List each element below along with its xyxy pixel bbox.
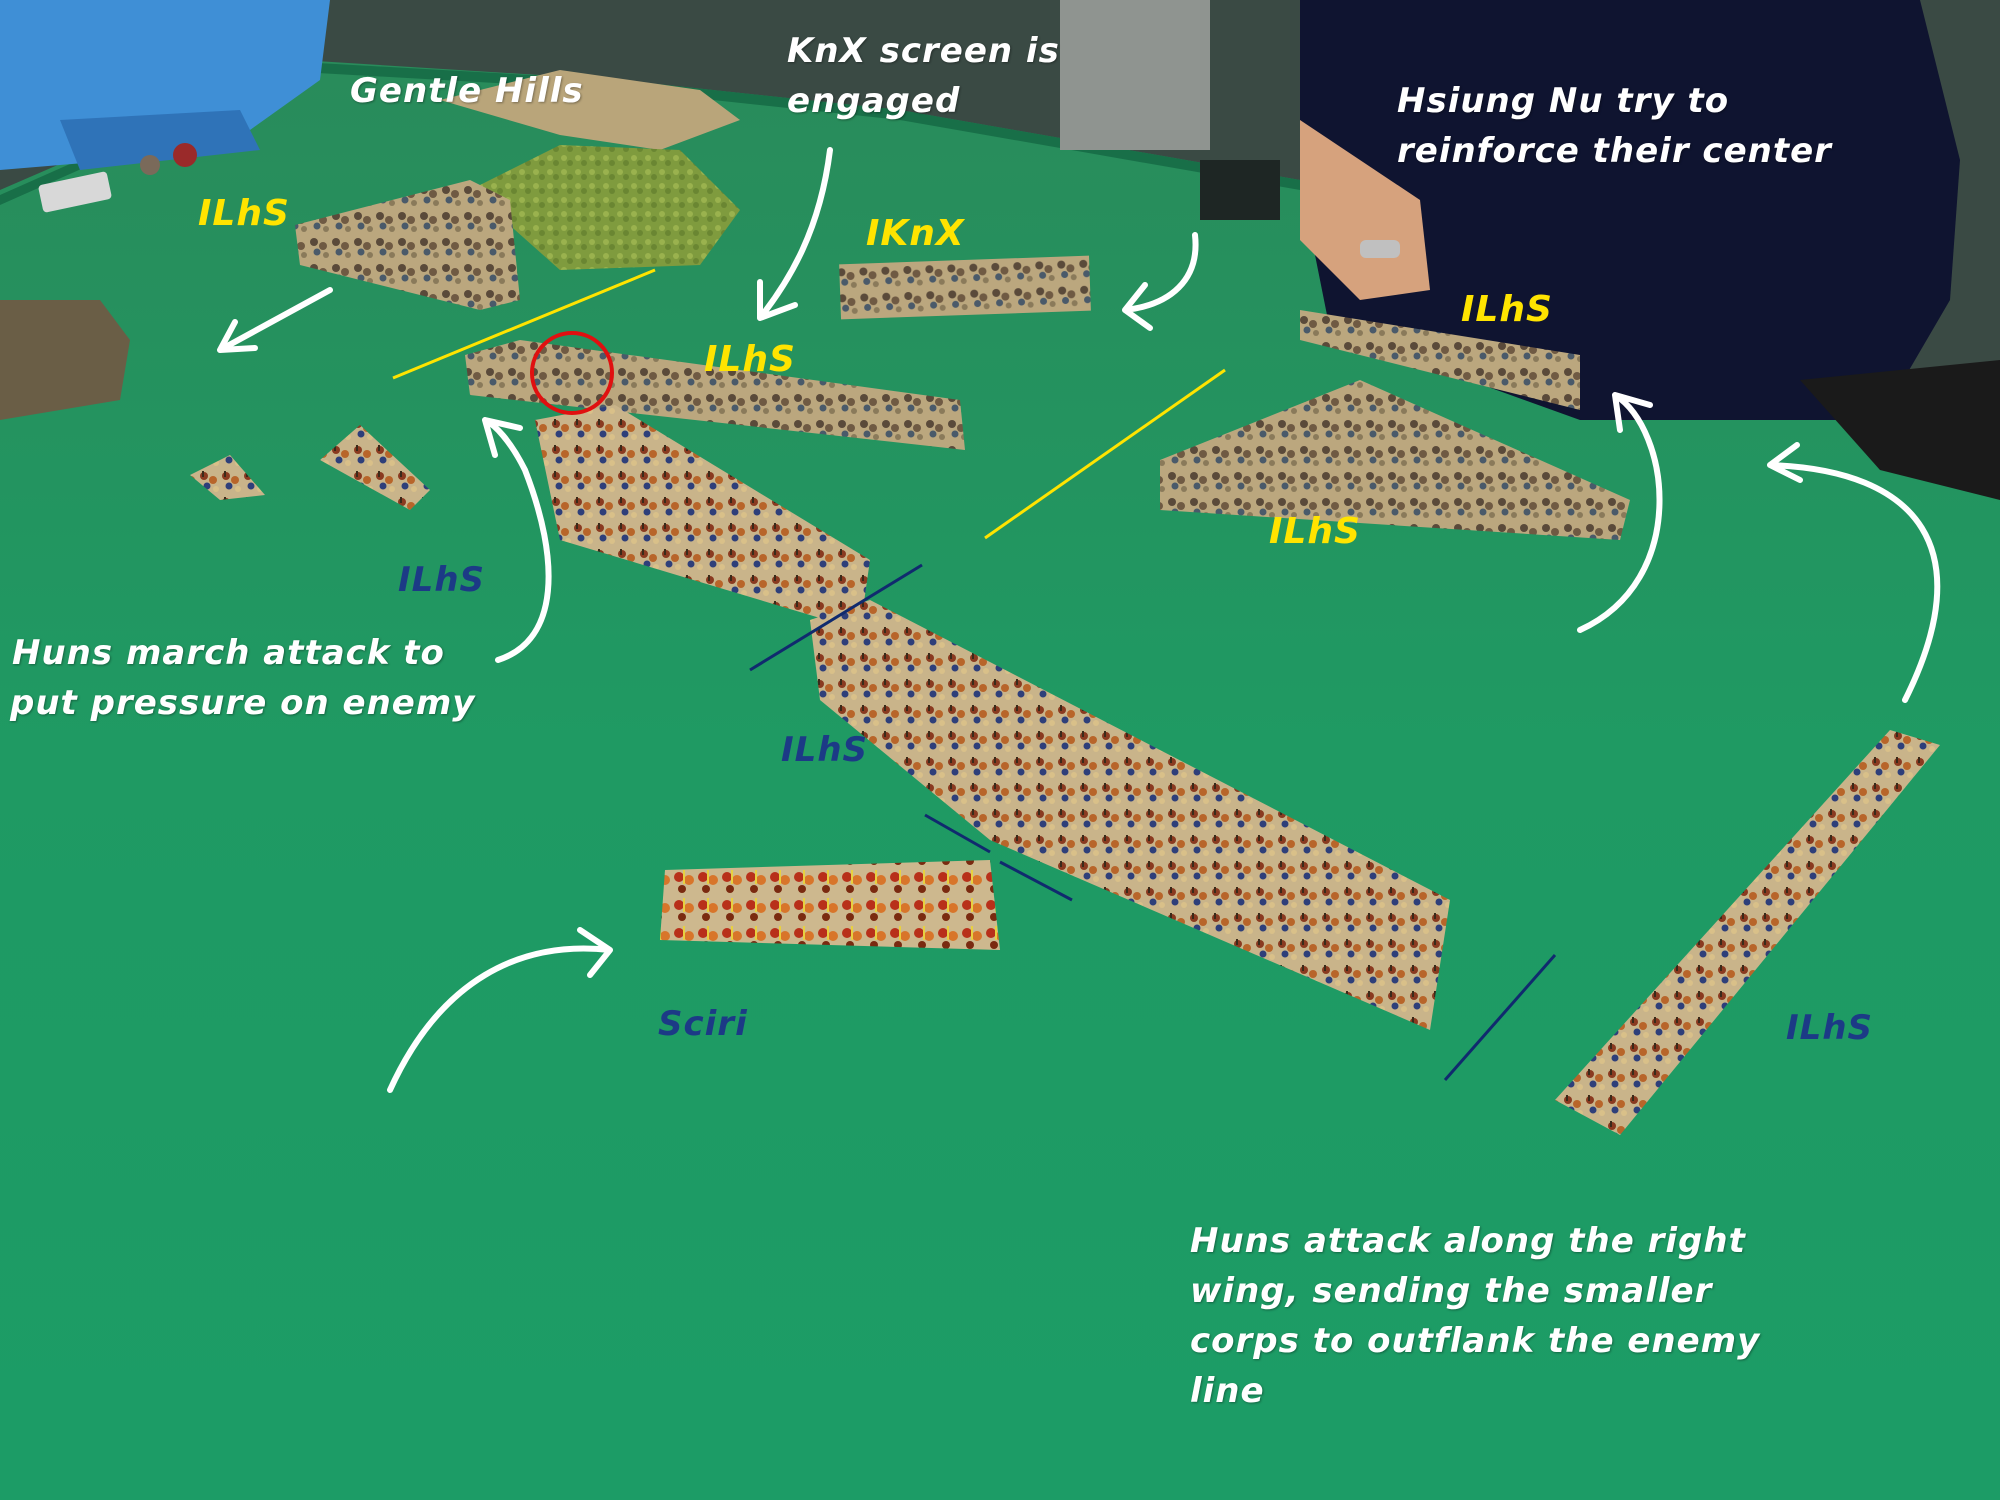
label-ilhs-blue-right: ILhS	[1786, 1008, 1874, 1048]
line-blue-3	[999, 860, 1073, 902]
marker-circle	[530, 331, 614, 415]
arrow-reinforce-center	[1122, 232, 1199, 331]
label-ilhs-blue-center: ILhS	[781, 730, 869, 770]
label-ilhs-right-top: ILhS	[1461, 289, 1553, 330]
unit-left-small-1	[190, 455, 265, 500]
arrow-sciri	[387, 927, 613, 1093]
unit-ilhs-blue-right	[1555, 730, 1940, 1135]
label-huns-right-line2: wing, sending the smaller	[1190, 1271, 1713, 1311]
lighter	[38, 171, 112, 213]
arrow-right-wing-1	[1577, 392, 1663, 633]
label-hsiung-line1: Hsiung Nu try to	[1397, 81, 1730, 121]
chair-right	[1800, 360, 2000, 500]
label-sciri: Sciri	[658, 1004, 748, 1044]
watch	[1360, 240, 1400, 258]
label-huns-right-line3: corps to outflank the enemy	[1190, 1321, 1761, 1361]
label-huns-march-line1: Huns march attack to	[12, 633, 445, 673]
gentle-hills-terrain	[440, 70, 740, 150]
line-blue-2	[924, 813, 991, 854]
gentle-hills-terrain-grass	[470, 145, 740, 270]
player-left-arm	[60, 110, 260, 170]
label-knx-screen-line2: engaged	[787, 81, 961, 121]
unit-ilhs-right-top	[1300, 310, 1580, 410]
label-ilhs-top-left: ILhS	[198, 193, 290, 234]
label-gentle-hills: Gentle Hills	[350, 71, 584, 111]
arrow-right-wing-2	[1767, 442, 1941, 703]
unit-ilhs-center-top	[465, 340, 965, 450]
label-iknx: IKnX	[866, 213, 965, 254]
label-ilhs-blue-left: ILhS	[398, 560, 486, 600]
unit-iknx-top	[839, 255, 1091, 320]
unit-ilhs-blue-center	[810, 600, 1450, 1030]
line-blue-1	[749, 563, 923, 672]
label-huns-march-line2: put pressure on enemy	[10, 683, 476, 723]
arrow-left-retreat	[217, 287, 333, 353]
dice-marker	[173, 143, 197, 167]
unit-left-small-2	[320, 425, 430, 510]
chair-left-leg	[1200, 160, 1280, 220]
label-ilhs-center-top: ILhS	[704, 339, 796, 380]
label-hsiung-line2: reinforce their center	[1397, 131, 1832, 171]
white-box	[1060, 0, 1210, 150]
label-huns-right-line4: line	[1190, 1371, 1265, 1411]
player-right-dark-shirt	[1300, 0, 1960, 420]
label-huns-right-line1: Huns attack along the right	[1190, 1221, 1746, 1261]
terrain-piece-left	[0, 300, 130, 420]
label-ilhs-right-mid: ILhS	[1269, 511, 1361, 552]
label-knx-screen-line1: KnX screen is	[787, 31, 1060, 71]
arrow-huns-march	[482, 417, 552, 663]
keys	[140, 155, 160, 175]
arrow-knx-screen	[757, 147, 833, 321]
unit-sciri	[660, 860, 1000, 950]
line-yellow-right	[984, 368, 1226, 540]
unit-ilhs-top-left	[295, 180, 520, 310]
unit-ilhs-right-mid	[1160, 380, 1630, 540]
unit-ilhs-blue-left	[535, 405, 870, 630]
line-yellow-left	[392, 268, 656, 380]
line-blue-4	[1443, 954, 1557, 1081]
